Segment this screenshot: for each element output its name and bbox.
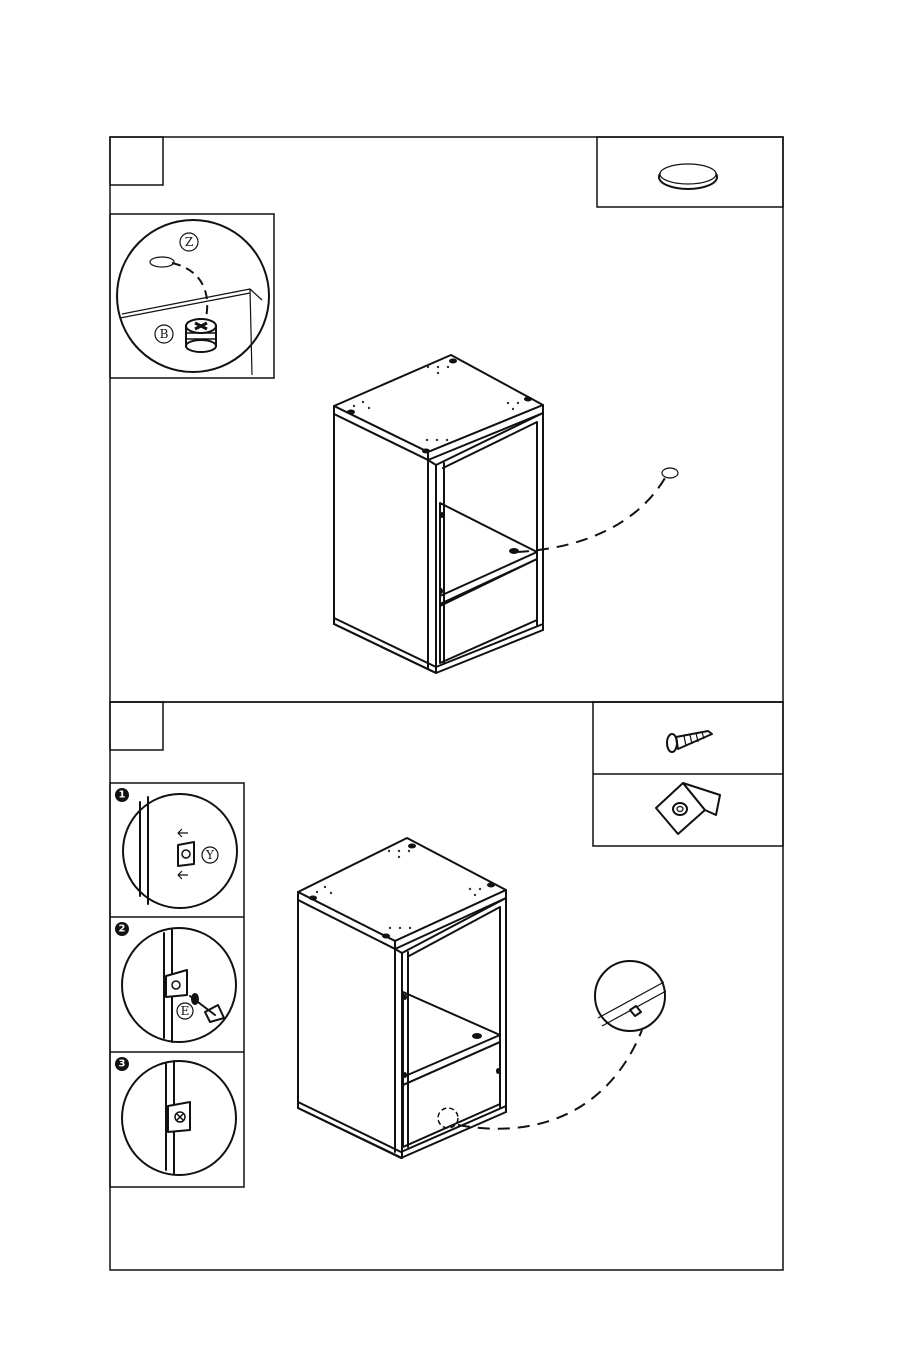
cabinet-b <box>298 838 666 1158</box>
cap-disc-target <box>662 468 678 478</box>
cabinet-a <box>334 355 678 673</box>
step-a-number-box <box>110 137 163 185</box>
substep-details: 1 Y 2 E <box>110 783 244 1187</box>
step-a-panel: Z B <box>110 137 783 702</box>
substep-1: 1 Y <box>115 788 237 908</box>
cam-lock-icon <box>186 319 216 352</box>
substep-3-number: 3 <box>119 1059 126 1070</box>
substep-2-number: 2 <box>119 924 126 935</box>
bracket-label: Y <box>205 848 215 862</box>
cap-disc-icon <box>659 164 717 189</box>
substep-2: 2 E <box>115 922 236 1042</box>
screw-icon <box>667 731 712 752</box>
substep-1-number: 1 <box>119 790 126 801</box>
step-b-panel: 1 Y 2 E <box>110 702 783 1270</box>
cap-label: Z <box>185 235 193 249</box>
cam-lock-detail: Z B <box>110 214 274 378</box>
corner-bracket-icon <box>656 783 720 834</box>
substep-3: 3 <box>115 1057 236 1175</box>
step-b-number-box <box>110 702 163 750</box>
bracket-zoom-detail <box>595 961 666 1031</box>
screw-label: E <box>181 1004 190 1018</box>
step-b-parts-box <box>593 702 783 846</box>
step-a-parts-box <box>597 137 783 207</box>
cam-label: B <box>160 327 169 341</box>
